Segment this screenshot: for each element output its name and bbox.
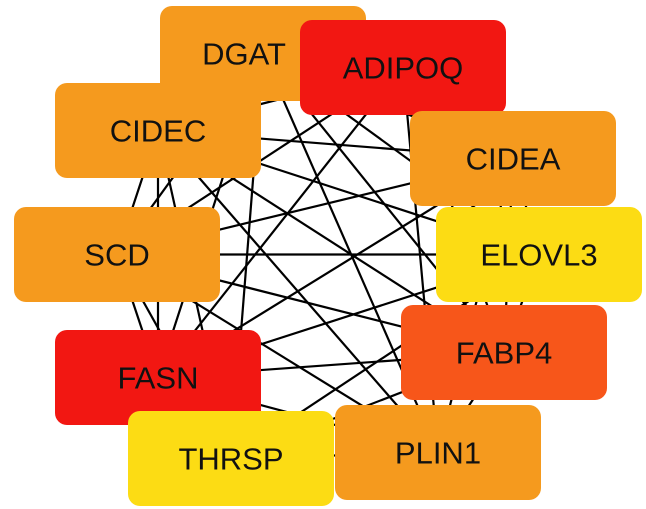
node-box-thrsp [128, 411, 334, 506]
node-box-cidec [55, 83, 261, 178]
node-thrsp[interactable]: THRSP [128, 411, 334, 506]
node-label-plin1: PLIN1 [395, 436, 481, 471]
node-box-scd [14, 207, 220, 302]
node-label-adipoq: ADIPOQ [343, 51, 464, 86]
node-label-elovl3: ELOVL3 [480, 238, 597, 273]
node-fabp4[interactable]: FABP4 [401, 305, 607, 400]
node-label-cidec: CIDEC [110, 114, 206, 149]
node-fasn[interactable]: FASN [55, 330, 261, 425]
node-label-scd: SCD [84, 238, 149, 273]
node-label-fabp4: FABP4 [456, 336, 553, 371]
node-elovl3[interactable]: ELOVL3 [436, 207, 642, 302]
node-box-cidea [410, 111, 616, 206]
node-scd[interactable]: SCD [14, 207, 220, 302]
edge-adipoq-fasn [157, 66, 404, 379]
node-label-fasn: FASN [118, 361, 199, 396]
node-box-fasn [55, 330, 261, 425]
node-label-thrsp: THRSP [178, 442, 283, 477]
node-plin1[interactable]: PLIN1 [335, 405, 541, 500]
node-label-cidea: CIDEA [466, 142, 561, 177]
node-cidec[interactable]: CIDEC [55, 83, 261, 178]
node-box-elovl3 [436, 207, 642, 302]
node-cidea[interactable]: CIDEA [410, 111, 616, 206]
node-box-fabp4 [401, 305, 607, 400]
node-box-plin1 [335, 405, 541, 500]
node-label-dgat: DGAT [202, 37, 286, 72]
node-adipoq[interactable]: ADIPOQ [300, 20, 506, 115]
node-box-adipoq [300, 20, 506, 115]
